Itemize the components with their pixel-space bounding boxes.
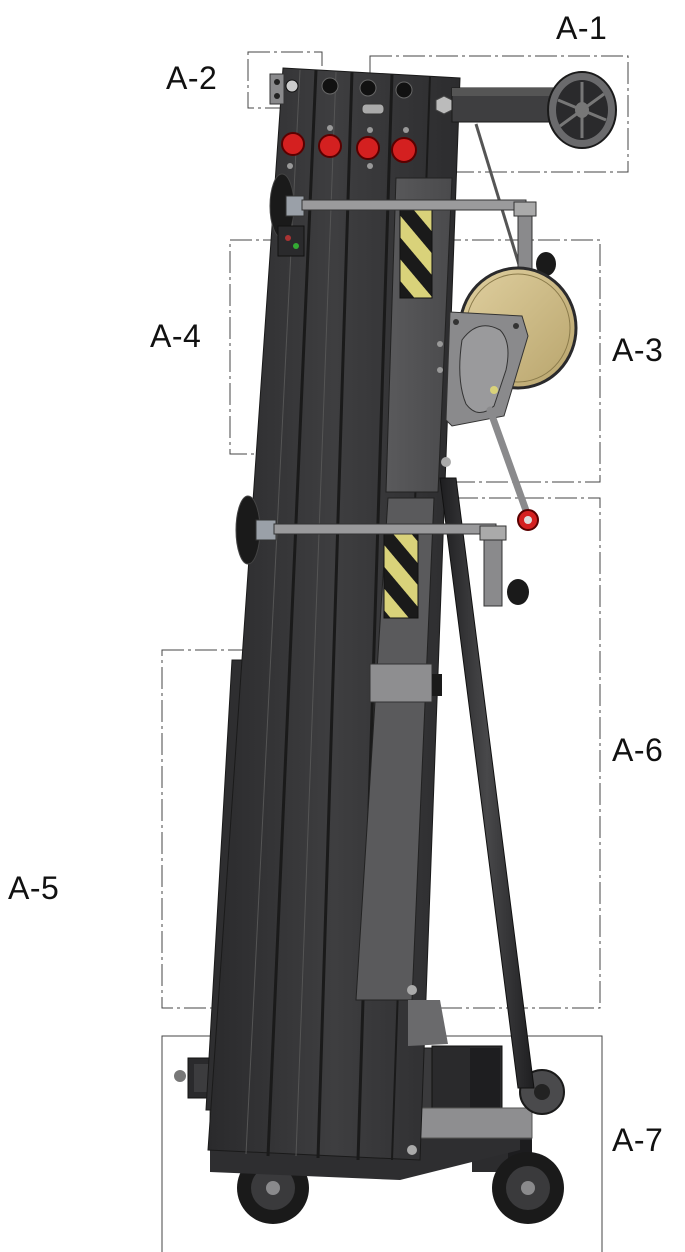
mast (207, 67, 461, 1161)
upper-knob (536, 252, 556, 276)
stop-button-4 (391, 137, 417, 163)
stop-button-1 (281, 132, 305, 156)
lower-stabilizer (235, 495, 529, 607)
stop-button-2 (318, 134, 342, 158)
callout-label-a3: A-3 (612, 332, 664, 368)
hazard-stripe-lower (383, 523, 419, 619)
top-bolt (321, 77, 339, 95)
red-stop-buttons (281, 132, 417, 163)
locking-sleeve (369, 663, 433, 703)
mast-head (269, 71, 617, 269)
callout-box-a6 (323, 497, 601, 1009)
callout-label-a4: A-4 (150, 318, 202, 354)
callout-box-a1 (369, 55, 629, 173)
winch-crank (486, 406, 532, 520)
top-side-bracket (269, 73, 285, 105)
lower-threaded-rod (273, 523, 497, 535)
callout-label-a6: A-6 (612, 732, 664, 768)
hazard-stripe-upper (399, 203, 433, 299)
upper-stabilizer (269, 173, 556, 277)
stop-button-3 (356, 136, 380, 160)
upper-threaded-rod (301, 199, 527, 211)
callout-label-a5: A-5 (8, 870, 60, 906)
callout-label-a1: A-1 (556, 10, 608, 46)
callout-label-a7: A-7 (612, 1122, 664, 1158)
callout-box-a3 (405, 239, 601, 483)
callout-label-a2: A-2 (166, 60, 218, 96)
front-support-leg (439, 477, 535, 1089)
top-pulley-wheel (547, 71, 617, 149)
lower-knob (507, 579, 529, 605)
winch (437, 266, 578, 531)
